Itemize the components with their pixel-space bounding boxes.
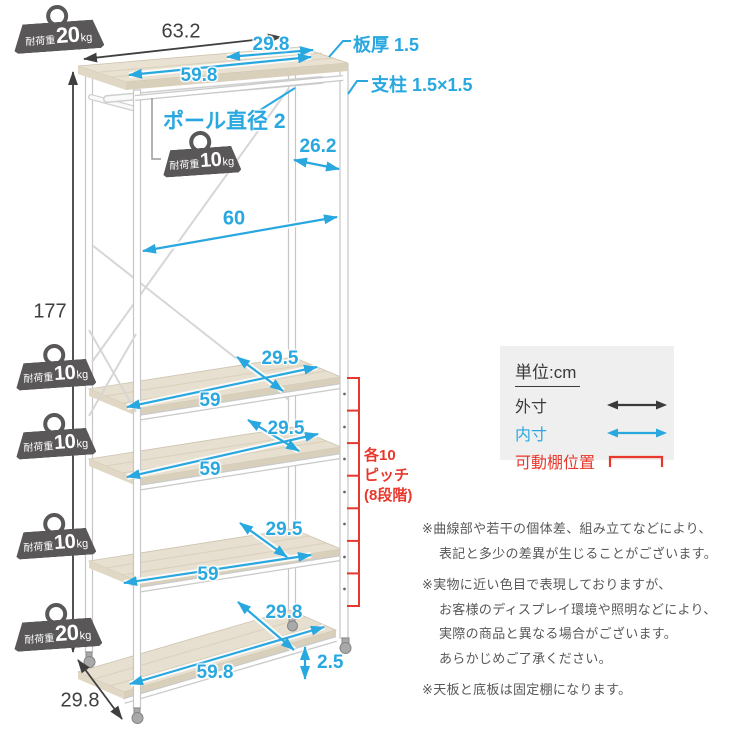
note-line: ※実物に近い色目で表現しておりますが、 bbox=[422, 577, 672, 592]
arrow-upper-right-depth bbox=[293, 157, 340, 172]
badge-unit: kg bbox=[76, 437, 89, 451]
arrow-shelf3-depth bbox=[239, 522, 288, 558]
note-line: お客様のディスプレイ環境や照明などにより、 bbox=[439, 601, 717, 617]
dim-base-depth: 29.8 bbox=[60, 689, 100, 712]
note-line: ※曲線部や若干の個体差、組み立てなどにより、 bbox=[422, 521, 712, 536]
badge-value: 10 bbox=[199, 148, 223, 173]
legend-title: 単位:cm bbox=[515, 358, 581, 387]
dim-board-thickness: 板厚 1.5 bbox=[353, 35, 420, 55]
badge-prefix: 耐荷重 bbox=[23, 372, 54, 386]
badge-prefix: 耐荷重 bbox=[23, 441, 54, 455]
badge-unit: kg bbox=[76, 537, 89, 551]
inner-dimension-arrow-icon bbox=[607, 428, 667, 438]
dim-post-size: 支柱 1.5×1.5 bbox=[371, 75, 473, 95]
badge-unit: kg bbox=[222, 155, 235, 169]
arrow-top-outer-width bbox=[83, 33, 282, 63]
post-leader bbox=[347, 80, 368, 95]
movable-shelf-bracket bbox=[347, 377, 360, 607]
legend-row-movable: 可動棚位置 bbox=[515, 451, 674, 472]
movable-shelf-bracket-icon bbox=[608, 455, 664, 467]
board-thickness-leader bbox=[328, 40, 351, 58]
arrow-inner-width bbox=[142, 214, 338, 254]
badge-unit: kg bbox=[76, 368, 89, 382]
arrow-base-depth bbox=[77, 659, 123, 720]
pole-diameter-leader bbox=[256, 87, 296, 113]
arrow-shelf1-width bbox=[126, 364, 318, 410]
note-line: あらかじめご了承ください。 bbox=[439, 650, 612, 666]
arrow-bottom-width bbox=[129, 625, 325, 686]
footnotes: ※曲線部や若干の個体差、組み立てなどにより、 表記と多少の差異が生じることがござ… bbox=[422, 510, 744, 710]
badge-value: 10 bbox=[53, 430, 77, 455]
side-hook-bar bbox=[88, 94, 139, 112]
legend-inner-label: 内寸 bbox=[515, 427, 548, 444]
outer-dimension-arrow-icon bbox=[607, 400, 667, 410]
legend-row-outer: 外寸 bbox=[515, 395, 674, 416]
front-right-post bbox=[339, 63, 349, 639]
movable-pitch-label: 各10 ピッチ (8段階) bbox=[364, 446, 412, 506]
dim-shelf3-width: 59 bbox=[197, 564, 219, 585]
note-line: 表記と多少の差異が生じることがございます。 bbox=[439, 545, 718, 561]
badge-value: 10 bbox=[53, 361, 77, 386]
arrow-shelf3-width bbox=[123, 551, 312, 587]
badge-prefix: 耐荷重 bbox=[23, 541, 54, 555]
badge-prefix: 耐荷重 bbox=[24, 633, 55, 647]
badge-value: 20 bbox=[54, 619, 80, 647]
dim-shelf2-width: 59 bbox=[199, 459, 221, 480]
badge-unit: kg bbox=[79, 629, 92, 643]
legend-box: 単位:cm 外寸 内寸 可動棚位置 bbox=[500, 346, 674, 472]
dim-bottom-depth: 29.8 bbox=[265, 602, 303, 623]
pitch-line-1: 各10 bbox=[364, 447, 396, 464]
note-line: 実際の商品と異なる場合がございます。 bbox=[439, 626, 678, 641]
dim-total-height: 177 bbox=[33, 300, 67, 323]
dim-shelf1-width: 59 bbox=[199, 390, 221, 411]
legend-outer-label: 外寸 bbox=[515, 399, 548, 416]
front-left-post bbox=[132, 89, 142, 709]
inner-dimension-arrows bbox=[123, 46, 340, 686]
dim-shelf1-depth: 29.5 bbox=[261, 348, 299, 369]
dim-inner-width: 60 bbox=[222, 207, 246, 230]
dim-upper-right-depth: 26.2 bbox=[299, 136, 337, 157]
badge-prefix: 耐荷重 bbox=[25, 35, 56, 49]
leader-lines bbox=[151, 40, 368, 160]
arrow-shelf2-width bbox=[126, 431, 319, 480]
dim-top-depth: 29.8 bbox=[252, 34, 290, 55]
dim-bottom-width: 59.8 bbox=[196, 662, 234, 683]
shelf-pin-holes bbox=[343, 392, 346, 591]
dim-top-inner-width: 59.8 bbox=[180, 65, 218, 86]
legend-movable-label: 可動棚位置 bbox=[515, 455, 596, 472]
note-line: ※天板と底板は固定棚になります。 bbox=[422, 682, 632, 697]
pitch-line-2: ピッチ bbox=[364, 467, 410, 484]
badge-unit: kg bbox=[80, 31, 93, 45]
badge-value: 20 bbox=[55, 21, 81, 49]
dim-shelf2-depth: 29.5 bbox=[267, 418, 305, 439]
dim-top-outer-width: 63.2 bbox=[161, 20, 201, 43]
dim-shelf3-depth: 29.5 bbox=[265, 519, 303, 540]
dim-bottom-clearance: 2.5 bbox=[317, 652, 344, 673]
arrow-top-inner-width bbox=[128, 53, 312, 79]
pole-badge-leader bbox=[151, 98, 161, 160]
legend-row-inner: 内寸 bbox=[515, 423, 674, 444]
dim-pole-diameter: ポール直径 2 bbox=[163, 110, 286, 133]
badge-prefix: 耐荷重 bbox=[169, 159, 200, 173]
pitch-line-3: (8段階) bbox=[364, 487, 413, 504]
badge-value: 10 bbox=[53, 530, 77, 555]
